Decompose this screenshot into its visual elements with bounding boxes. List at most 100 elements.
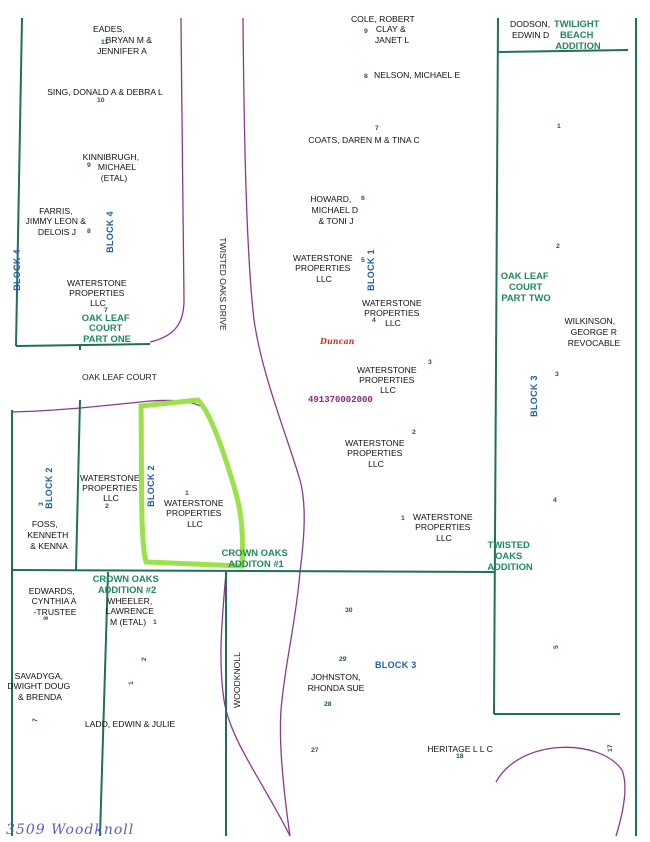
owner-line: WATERSTONE — [345, 438, 405, 448]
lot-number: 5 — [553, 645, 560, 649]
street-label-woodknoll: WOODKNOLL — [232, 652, 242, 708]
owner-line: SING, DONALD A & DEBRA L — [47, 87, 163, 97]
owner-line: JOHNSTON, — [311, 672, 361, 682]
owner-waterstone-b1-lot3: WATERSTONE PROPERTIES LLC — [357, 365, 419, 395]
subdivision-line: ADDITON #1 — [228, 558, 284, 569]
owner-line: PROPERTIES — [295, 263, 351, 273]
owner-line: LLC — [316, 274, 332, 284]
owner-line: -TRUSTEE — [34, 607, 77, 617]
owner-eades: EADES, BRYAN M & JENNIFER A — [93, 24, 154, 56]
lot-line — [15, 17, 23, 347]
lot-number: 5 — [361, 257, 365, 264]
road-line-woodknoll-east — [279, 571, 301, 837]
lot-number: 9 — [87, 162, 91, 169]
owner-line: WATERSTONE — [357, 365, 417, 375]
lot-number: 7 — [104, 307, 108, 314]
owner-line: LLC — [368, 459, 384, 469]
owner-line: LLC — [436, 533, 452, 543]
owner-line: PROPERTIES — [82, 483, 138, 493]
owner-line: WATERSTONE — [67, 278, 127, 288]
street-label-oak-leaf-court: OAK LEAF COURT — [82, 372, 158, 382]
road-line-east-twisted-oaks — [242, 17, 305, 573]
lot-number: 6 — [361, 195, 365, 202]
subdivision-label-twilight-beach: TWILIGHT BEACH ADDITION — [554, 18, 602, 51]
highlighted-parcel-outline — [138, 397, 245, 569]
subdivision-line: ADDITION #2 — [98, 584, 156, 595]
lot-number: 2 — [412, 429, 416, 436]
owner-line: WATERSTONE — [362, 298, 422, 308]
lot-number: 1 — [401, 515, 405, 522]
lot-number: 29 — [339, 656, 347, 663]
owner-line: PROPERTIES — [359, 375, 415, 385]
owner-line: KINNIBRUGH, — [83, 152, 139, 162]
lot-number: 17 — [607, 744, 614, 752]
parcel-id-label: 491370002000 — [308, 395, 373, 405]
owner-wilkinson: WILKINSON, GEORGE R REVOCABLE — [564, 316, 620, 348]
owner-wheeler: WHEELER, LAWRENCE M (ETAL) — [106, 596, 157, 627]
owner-line: EDWIN D — [512, 30, 549, 40]
lot-number: 7 — [375, 125, 379, 132]
lot-number: 8 — [87, 228, 91, 235]
owner-line: HERITAGE L L C — [427, 744, 493, 754]
lot-line — [99, 571, 109, 837]
owner-line: NELSON, MICHAEL E — [374, 70, 460, 80]
owner-line: JIMMY LEON & — [26, 216, 87, 226]
subdivision-line: ADDITION — [555, 40, 601, 51]
road-line-woodknoll-west — [220, 571, 291, 837]
owner-line: WATERSTONE — [164, 498, 224, 508]
owner-line: EDWARDS, — [29, 586, 75, 596]
owner-line: LADD, EDWIN & JULIE — [85, 719, 176, 729]
owner-line: JANET L — [375, 35, 409, 45]
subdivision-line: BEACH — [560, 29, 594, 40]
owner-sing: SING, DONALD A & DEBRA L — [47, 87, 163, 97]
place-label-background — [318, 335, 361, 346]
owner-line: LLC — [187, 519, 203, 529]
owner-savadyga: SAVADYGA, DWIGHT DOUG & BRENDA — [7, 671, 72, 702]
owner-waterstone-b1-lot4: WATERSTONE PROPERTIES LLC — [362, 298, 424, 328]
subdivision-line: CROWN OAKS — [93, 573, 159, 584]
lot-number: 1 — [128, 681, 135, 685]
block-label: BLOCK 2 — [146, 465, 156, 507]
subdivision-label-crown-oaks-2: CROWN OAKS ADDITION #2 — [93, 573, 162, 595]
owner-line: DODSON, — [510, 19, 550, 29]
owner-line: REVOCABLE — [568, 338, 621, 348]
owner-line: FOSS, — [32, 519, 58, 529]
owner-line: M (ETAL) — [110, 617, 146, 627]
lot-line — [11, 569, 495, 573]
owner-waterstone-b1-lot1: WATERSTONE PROPERTIES LLC — [413, 512, 475, 543]
lot-number: 2 — [141, 657, 148, 661]
owner-line: MICHAEL — [98, 162, 136, 172]
owner-line: & BRENDA — [18, 692, 62, 702]
owner-line: RHONDA SUE — [308, 683, 365, 693]
owner-waterstone-nw: WATERSTONE PROPERTIES LLC — [67, 278, 129, 308]
lot-number: 4 — [372, 317, 376, 324]
lot-number: 3 — [38, 502, 45, 506]
owner-line: PROPERTIES — [347, 448, 403, 458]
owner-line: & TONI J — [318, 216, 353, 226]
owner-line: KENNETH — [27, 530, 68, 540]
block-label: BLOCK 2 — [44, 467, 54, 509]
owner-kinnibrugh: KINNIBRUGH, MICHAEL (ETAL) — [83, 152, 142, 183]
lot-number: 1 — [185, 490, 189, 497]
owner-edwards: EDWARDS, CYNTHIA A -TRUSTEE — [29, 586, 79, 617]
block-label: BLOCK 3 — [529, 375, 539, 417]
owner-line: EADES, — [93, 24, 125, 34]
subdivision-label-crown-oaks-1: CROWN OAKS ADDITON #1 — [222, 547, 291, 569]
owner-line: DELOIS J — [38, 227, 76, 237]
lot-number: 10 — [97, 97, 105, 104]
lot-number: 7 — [32, 718, 39, 722]
subdivision-line: TWILIGHT — [554, 18, 600, 29]
subdivision-line: COURT — [509, 281, 543, 292]
subdivision-line: TWISTED — [488, 539, 530, 550]
road-line-oak-leaf-court — [11, 399, 207, 413]
block-label: BLOCK 4 — [105, 211, 115, 253]
owner-line: SAVADYGA, — [15, 671, 63, 681]
owner-line: LLC — [380, 385, 396, 395]
owner-farris: FARRIS, JIMMY LEON & DELOIS J — [26, 206, 89, 237]
lot-number: 18 — [456, 753, 464, 760]
lot-number: 30 — [345, 607, 353, 614]
owner-waterstone-selected: WATERSTONE PROPERTIES LLC — [164, 498, 226, 529]
owner-line: LLC — [385, 318, 401, 328]
owner-waterstone-b1-lot2: WATERSTONE PROPERTIES LLC — [345, 438, 407, 469]
